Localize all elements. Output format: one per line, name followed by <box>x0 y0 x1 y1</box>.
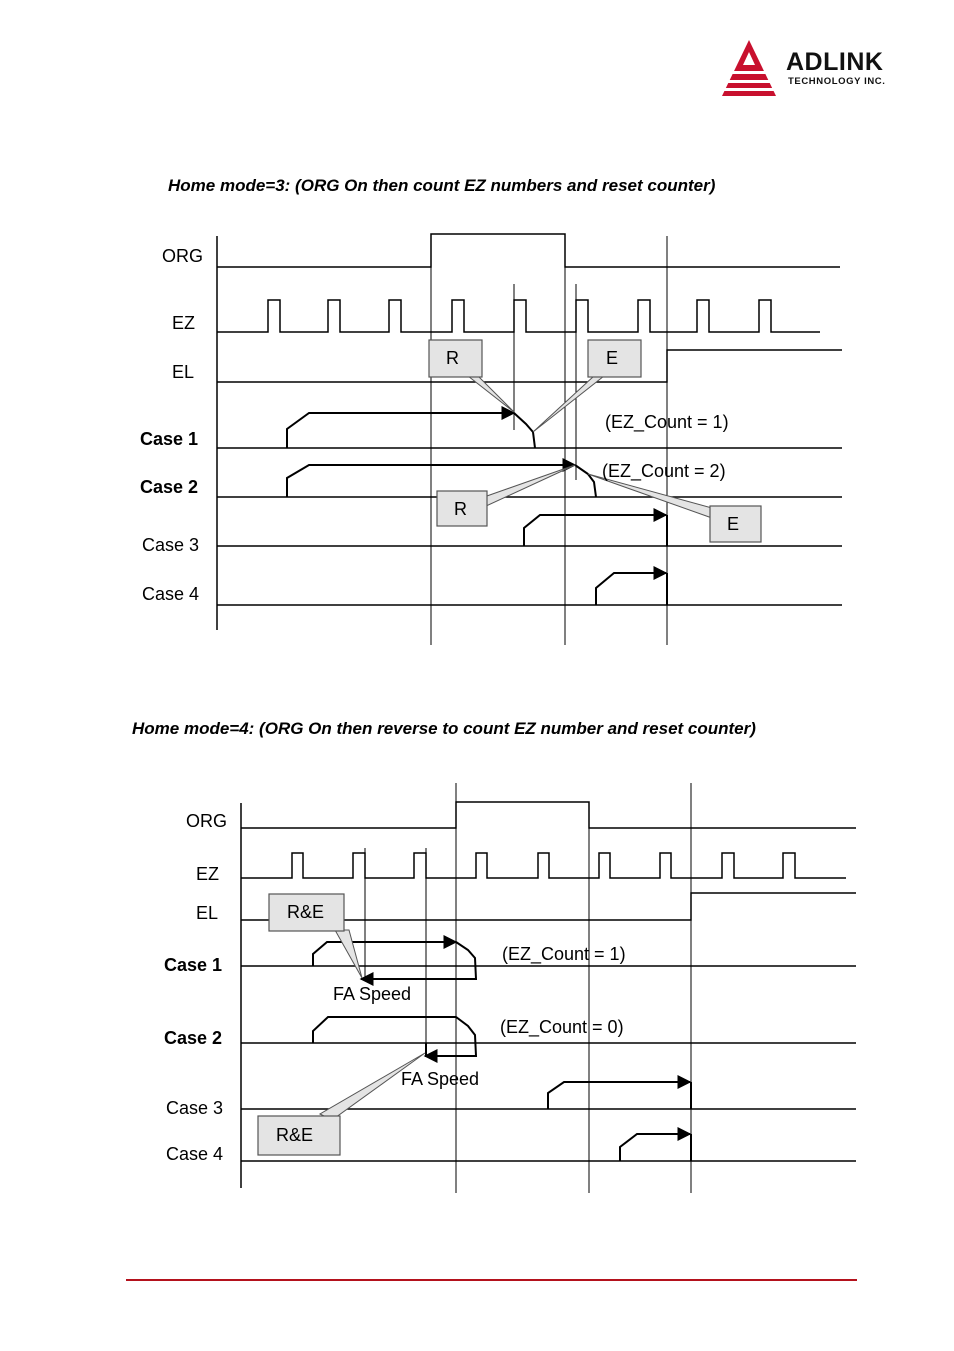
footer-divider <box>126 1279 857 1281</box>
figure2-case1-motion <box>312 935 458 966</box>
company-logo: ADLINK TECHNOLOGY INC. <box>722 38 922 100</box>
callout-e-bottom-label: E <box>727 514 739 534</box>
figure1-case3-label: Case 3 <box>142 535 199 555</box>
figure1-caption: Home mode=3: (ORG On then count EZ numbe… <box>168 176 716 195</box>
figure1-case4-motion <box>595 566 668 605</box>
figure2-case1-return <box>359 941 478 986</box>
callout-r-bottom <box>436 490 488 527</box>
callout-re-top <box>268 893 345 932</box>
figure1-org-label: ORG <box>162 246 203 266</box>
figure2-case3-label: Case 3 <box>166 1098 223 1118</box>
figure2-el-label: EL <box>196 903 218 923</box>
brand-name: ADLINK <box>786 48 884 76</box>
figure1-case1-note: (EZ_Count = 1) <box>605 412 729 433</box>
callout-r-top-label: R <box>446 348 459 368</box>
brand-subtitle: TECHNOLOGY INC. <box>788 76 886 87</box>
figure1-org-waveform <box>217 233 840 268</box>
figure2-case2-note: (EZ_Count = 0) <box>500 1017 624 1038</box>
callout-r-bottom-label: R <box>454 499 467 519</box>
figure1-callouts <box>428 339 762 543</box>
adlink-triangle-icon <box>722 40 776 96</box>
figure2-org-label: ORG <box>186 811 227 831</box>
callout-re-bottom-label: R&E <box>276 1125 313 1145</box>
figure2-org-waveform <box>241 801 856 829</box>
figure2-case1-note: (EZ_Count = 1) <box>502 944 626 965</box>
callout-re-bottom <box>257 1115 341 1156</box>
figure2-case2-label: Case 2 <box>164 1028 222 1048</box>
figure2-case4-motion <box>619 1127 692 1161</box>
figure2-case1-label: Case 1 <box>164 955 222 975</box>
figure2-case3-motion <box>547 1075 692 1109</box>
figure1-ez-waveform <box>217 299 820 333</box>
figure1-case4-label: Case 4 <box>142 584 199 604</box>
callout-e-top-label: E <box>606 348 618 368</box>
figure1-el-waveform <box>217 349 842 383</box>
figure1-case3-motion <box>523 508 668 546</box>
figure1-ez-label: EZ <box>172 313 195 333</box>
figure1-case2-decel <box>574 464 597 498</box>
figure2-fa-speed-1: FA Speed <box>333 984 411 1004</box>
figure2-fa-speed-2: FA Speed <box>401 1069 479 1089</box>
figure2-case2-motion <box>312 1016 478 1063</box>
callout-pointer <box>483 464 576 508</box>
figure2-callouts <box>257 893 426 1156</box>
callout-e-bottom <box>709 505 762 543</box>
figure1-case1-label: Case 1 <box>140 429 198 449</box>
figure2-ez-waveform <box>241 852 846 879</box>
figure1-case2-label: Case 2 <box>140 477 198 497</box>
figure1-el-label: EL <box>172 362 194 382</box>
figure1-case2-motion <box>286 458 577 497</box>
figure1-case1-motion <box>286 406 516 448</box>
figure2-case4-label: Case 4 <box>166 1144 223 1164</box>
callout-pointer <box>532 375 606 433</box>
figure2-caption: Home mode=4: (ORG On then reverse to cou… <box>132 719 756 738</box>
figure1-case2-note: (EZ_Count = 2) <box>602 461 726 482</box>
callout-pointer <box>334 929 363 979</box>
callout-re-top-label: R&E <box>287 902 324 922</box>
figure1-case1-decel <box>513 412 536 449</box>
callout-r-top <box>428 339 483 378</box>
figure2-diagram <box>240 783 856 1193</box>
callout-e-top <box>587 339 642 378</box>
figure2-el-waveform <box>241 892 856 921</box>
figure2-ez-label: EZ <box>196 864 219 884</box>
figure1-diagram <box>216 233 842 645</box>
